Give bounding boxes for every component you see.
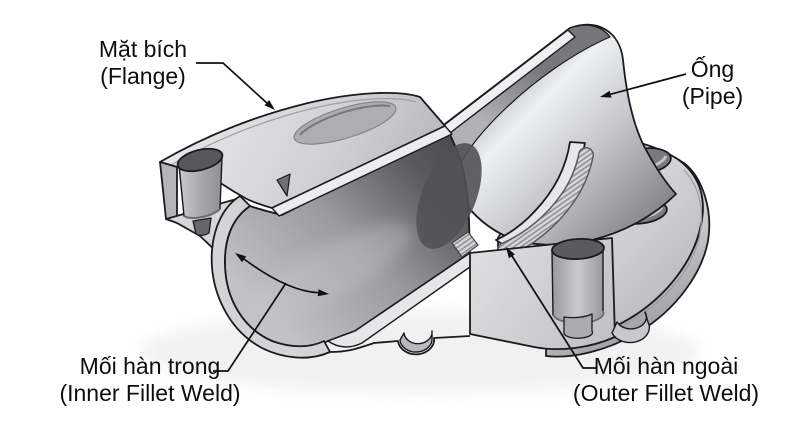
flange-leader [196,62,269,105]
bottom-right-notch [611,311,651,344]
outer-weld-label-en: (Outer Fillet Weld) [572,380,760,406]
outer-weld-leader [511,255,597,369]
flange-label-vi: Mặt bích [98,36,188,62]
outer-weld-label: Mối hàn ngoài (Outer Fillet Weld) [543,353,789,407]
inner-weld-bead [451,231,479,258]
inner-weld-label: Mối hàn trong (Inner Fillet Weld) [28,353,272,407]
flange-arrowhead [264,100,275,110]
pipe-label-en: (Pipe) [681,83,744,109]
bore-highlight [247,223,413,321]
bore-opening [210,125,482,359]
flange-label: Mặt bích (Flange) [57,36,229,90]
pipe-leader [609,73,687,96]
inner-weld-span [243,258,319,294]
inner-weld-leader [213,282,287,372]
inner-weld-label-vi: Mối hàn trong [79,353,221,379]
outer-weld-arrowhead [506,247,515,259]
bolt-hole-front-cut [551,238,605,339]
weld-and-front-cut [329,141,651,356]
pipe-body [442,23,677,246]
pipe-label-vi: Ống [690,56,735,82]
leader-lines [196,62,687,372]
inner-weld-arrowhead-right [317,289,329,297]
flange-left-wall [159,161,178,223]
outer-weld-label-vi: Mối hàn ngoài [593,353,739,379]
bore-far-end [416,143,482,249]
bottom-edge [329,335,471,356]
bore-ring [210,195,331,359]
groove-notch [276,173,291,197]
bolt-hole-left-cut [176,147,224,237]
pipe-arrowhead [600,90,612,98]
flange-label-en: (Flange) [100,63,186,89]
bottom-notch [399,330,433,353]
spot-face-groove [293,101,397,145]
inner-weld-label-en: (Inner Fillet Weld) [59,380,241,406]
flange-body-left [159,92,446,255]
pipe-wall-shelf [271,125,453,217]
outer-weld-bead [498,148,593,257]
inner-weld-arrowhead-left [235,253,247,263]
pipe-label: Ống (Pipe) [645,56,780,110]
